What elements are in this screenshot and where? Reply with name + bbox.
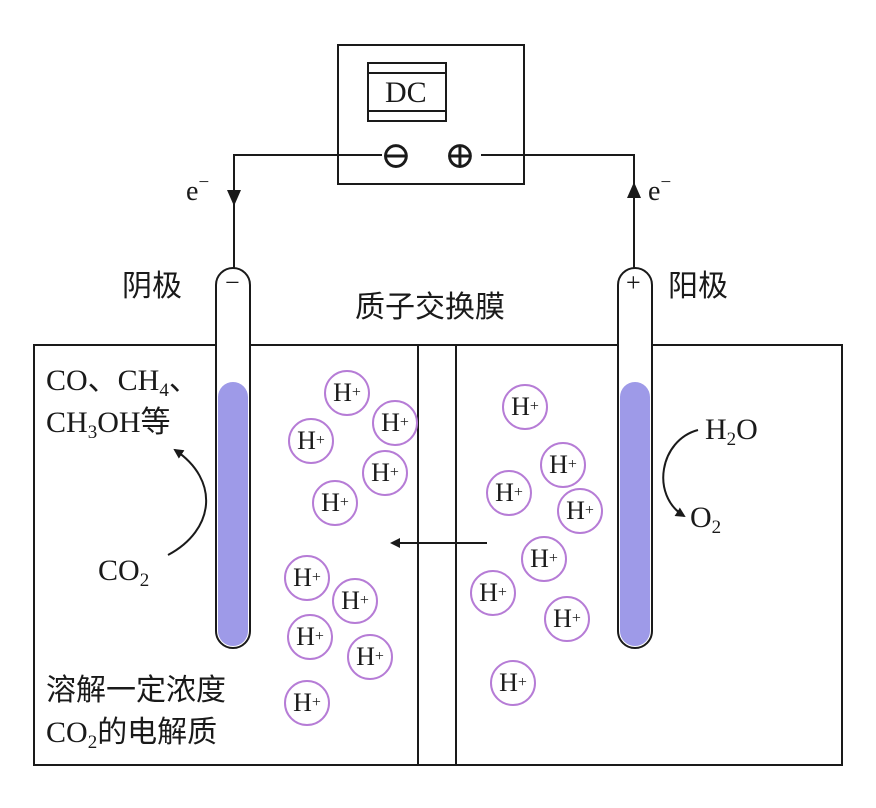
proton: H+ [540, 442, 586, 488]
proton: H+ [372, 400, 418, 446]
water-oxidation-arrow [662, 429, 699, 518]
cathode-products-line1: CO、CH4、 [46, 364, 199, 401]
cathode-label: 阴极 [122, 269, 182, 304]
electrolyte-label-line1: 溶解一定浓度 [46, 673, 226, 708]
proton: H+ [312, 480, 358, 526]
electron-label-right: e− [648, 172, 672, 207]
proton: H+ [347, 634, 393, 680]
proton: H+ [521, 536, 567, 582]
proton: H+ [332, 578, 378, 624]
electron-arrow-right [627, 182, 641, 198]
anode-active-area [620, 382, 650, 646]
cathode-reactant-co2: CO2 [98, 554, 150, 591]
proton: H+ [324, 370, 370, 416]
electrolyte-label-line2: CO2的电解质 [46, 715, 218, 753]
positive-terminal-icon: ⊕ [444, 135, 476, 177]
electron-label-left: e− [186, 172, 210, 207]
proton: H+ [470, 570, 516, 616]
cathode-sign: − [225, 268, 240, 297]
proton: H+ [284, 680, 330, 726]
proton: H+ [486, 470, 532, 516]
proton: H+ [288, 418, 334, 464]
anode-label: 阳极 [668, 269, 728, 304]
proton: H+ [284, 555, 330, 601]
co2-reaction-arrow [167, 448, 208, 556]
proton: H+ [362, 450, 408, 496]
anode-sign: + [626, 268, 641, 297]
proton: H+ [557, 488, 603, 534]
anode-wire [481, 154, 635, 268]
cathode-wire [233, 154, 382, 268]
anode-reactant-h2o: H2O [705, 413, 758, 450]
electron-arrow-left [227, 190, 241, 206]
cathode-products-line2: CH3OH等 [46, 406, 171, 443]
proton-exchange-membrane [417, 344, 457, 766]
proton: H+ [544, 596, 590, 642]
proton: H+ [287, 614, 333, 660]
anode-product-o2: O2 [690, 501, 722, 538]
dc-label: DC [385, 76, 427, 109]
membrane-label: 质子交换膜 [355, 290, 505, 325]
proton: H+ [490, 660, 536, 706]
proton: H+ [502, 384, 548, 430]
cathode-active-area [218, 382, 248, 646]
negative-terminal-icon: ⊖ [380, 135, 412, 177]
